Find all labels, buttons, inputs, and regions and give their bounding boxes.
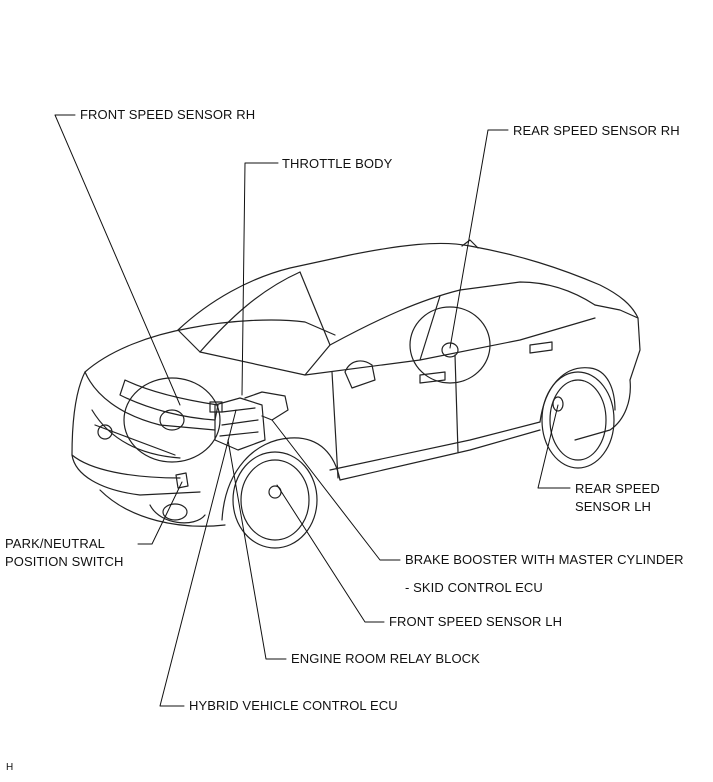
label-front-speed-sensor-rh: FRONT SPEED SENSOR RH xyxy=(80,107,256,122)
label-skid-control-ecu: - SKID CONTROL ECU xyxy=(405,580,543,595)
label-hybrid-vehicle-control-ecu: HYBRID VEHICLE CONTROL ECU xyxy=(189,698,398,713)
label-rear-speed-sensor-lh: REAR SPEED SENSOR LH xyxy=(575,481,660,514)
label-rear-speed-sensor-rh: REAR SPEED SENSOR RH xyxy=(513,123,680,138)
engine-components xyxy=(175,391,289,489)
label-throttle-body: THROTTLE BODY xyxy=(282,156,393,171)
figure-code: H xyxy=(6,762,14,773)
label-brake-booster-with-master-cylinder: BRAKE BOOSTER WITH MASTER CYLINDER xyxy=(405,552,684,567)
wheels xyxy=(123,306,615,549)
label-front-speed-sensor-lh: FRONT SPEED SENSOR LH xyxy=(389,614,563,629)
label-engine-room-relay-block: ENGINE ROOM RELAY BLOCK xyxy=(291,651,480,666)
leader-lines xyxy=(54,114,571,707)
label-park-neutral-position-switch: PARK/NEUTRAL POSITION SWITCH xyxy=(5,536,124,569)
